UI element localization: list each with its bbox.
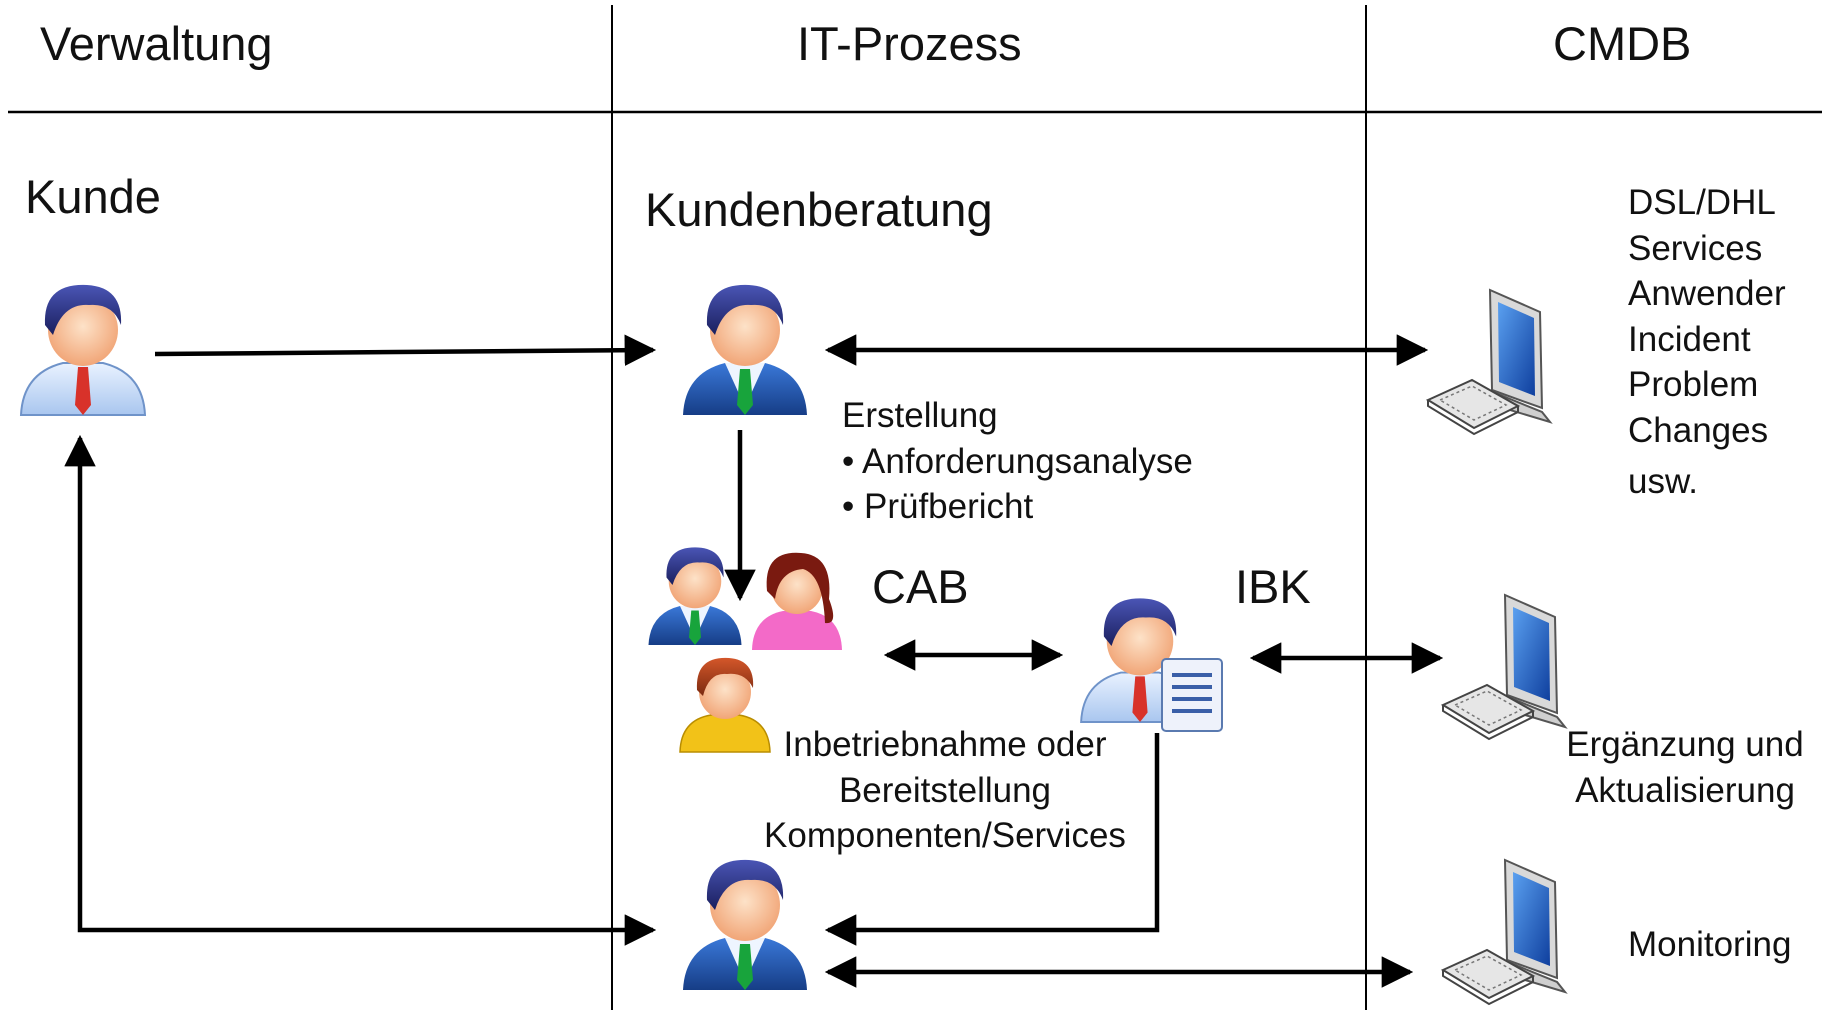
cmdb-item: Anwender — [1628, 274, 1786, 313]
arrow-loop-to-kunde — [64, 434, 657, 946]
cab-label: CAB — [872, 560, 969, 613]
arrow-ibk-to-bereitstellung — [824, 733, 1160, 946]
cmdb-computer-1-icon — [1427, 289, 1551, 435]
ibk-person-icon — [1080, 597, 1223, 732]
inbetriebnahme-line: Komponenten/Services — [764, 816, 1126, 855]
kunde-person-icon — [20, 283, 146, 416]
inbetriebnahme-block: Inbetriebnahme oder Bereitstellung Kompo… — [745, 722, 1145, 859]
arrow-kunde-to-beratung — [154, 334, 657, 366]
cmdb-item: Problem — [1628, 365, 1759, 404]
erstellung-block: Erstellung • Anforderungsanalyse • Prüfb… — [842, 393, 1193, 530]
column-header-it-prozess: IT-Prozess — [797, 17, 1022, 70]
erstellung-bullet: • Prüfbericht — [842, 487, 1034, 526]
cmdb-item-list: DSL/DHL Services Anwender Incident Probl… — [1628, 180, 1786, 505]
cmdb-computer-2-icon — [1442, 594, 1566, 740]
column-header-verwaltung: Verwaltung — [40, 17, 273, 70]
cmdb-item: usw. — [1628, 462, 1699, 501]
ergaenzung-line: Aktualisierung — [1575, 770, 1795, 810]
erstellung-title: Erstellung — [842, 396, 998, 435]
cmdb-item: Incident — [1628, 319, 1751, 359]
inbetriebnahme-line: Inbetriebnahme oder — [783, 725, 1107, 764]
cab-person-2-icon — [752, 552, 842, 650]
cmdb-computer-3-icon — [1442, 859, 1566, 1005]
kundenberatung-person-icon — [683, 284, 807, 415]
kundenberatung-label: Kundenberatung — [645, 183, 993, 236]
cmdb-item: Services — [1628, 228, 1763, 268]
ergaenzung-block: Ergänzung und Aktualisierung — [1555, 722, 1815, 813]
inbetriebnahme-line: Bereitstellung — [838, 770, 1052, 810]
monitoring-label: Monitoring — [1628, 925, 1792, 964]
cab-person-1-icon — [648, 547, 742, 645]
erstellung-bullet: • Anforderungsanalyse — [842, 441, 1193, 481]
column-header-cmdb: CMDB — [1553, 17, 1692, 70]
cmdb-item: Changes — [1628, 410, 1769, 450]
cmdb-item: DSL/DHL — [1628, 183, 1776, 222]
ibk-label: IBK — [1235, 560, 1311, 613]
bereitstellung-person-icon — [683, 859, 807, 990]
ergaenzung-line: Ergänzung und — [1566, 725, 1804, 764]
kunde-label: Kunde — [25, 170, 161, 223]
